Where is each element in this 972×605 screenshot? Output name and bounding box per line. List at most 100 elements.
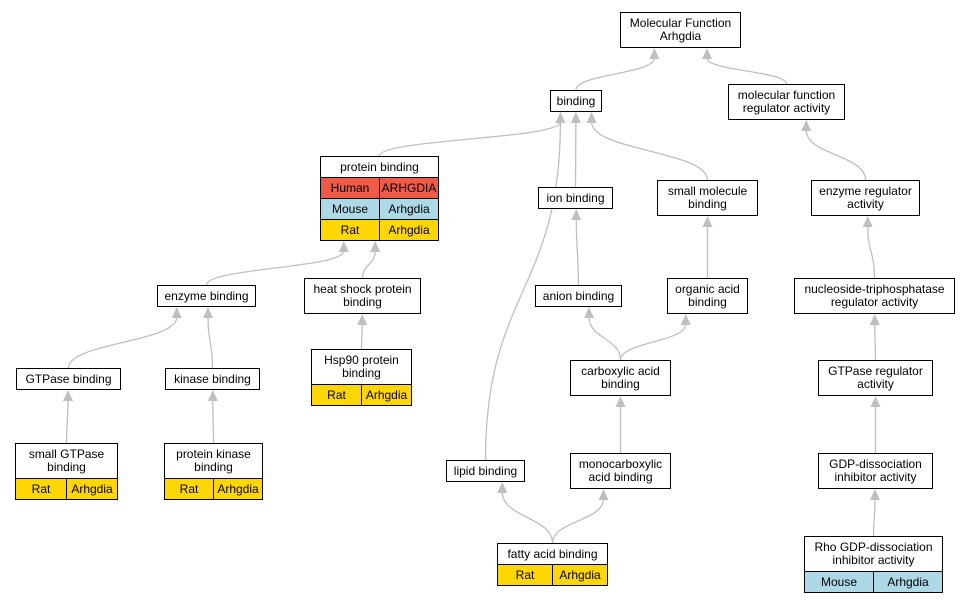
go-term-ion[interactable]: ion binding bbox=[538, 187, 613, 209]
go-term-smb[interactable]: small molecule binding bbox=[657, 180, 758, 216]
edge-smb-to-binding bbox=[590, 121, 709, 181]
ortholog-row-mouse: Mouse Arhgdia bbox=[321, 198, 438, 219]
arrowhead bbox=[862, 216, 873, 227]
edge-lipid-to-binding bbox=[484, 121, 562, 461]
edge-cab-to-anion bbox=[588, 316, 622, 361]
edge-rhogdi-to-gdi bbox=[872, 498, 876, 537]
go-term-anion[interactable]: anion binding bbox=[535, 285, 622, 307]
edge-gtpb-to-eb bbox=[67, 316, 178, 369]
go-term-label: enzyme binding bbox=[164, 288, 249, 303]
edge-hsp90-to-hspb bbox=[360, 323, 363, 350]
go-term-label: Molecular Function Arhgdia bbox=[629, 16, 732, 43]
arrowhead bbox=[680, 314, 691, 325]
species-cell: Rat bbox=[515, 568, 535, 582]
arrowhead bbox=[63, 390, 73, 401]
go-term-label: small GTPase binding bbox=[28, 447, 105, 474]
go-term-gtpra[interactable]: GTPase regulator activity bbox=[818, 360, 933, 396]
go-term-eb[interactable]: enzyme binding bbox=[157, 285, 256, 307]
arrowhead bbox=[370, 241, 381, 252]
go-term-label: GDP-dissociation inhibitor activity bbox=[829, 457, 922, 484]
go-term-label: protein binding bbox=[340, 159, 419, 174]
gene-cell: ARHGDIA bbox=[379, 178, 438, 198]
gene-cell: Arhgdia bbox=[552, 565, 607, 585]
go-term-ntpra[interactable]: nucleoside-triphosphatase regulator acti… bbox=[794, 278, 955, 314]
edge-ntpra-to-era bbox=[867, 225, 876, 279]
species-cell: Rat bbox=[31, 482, 51, 496]
arrowhead bbox=[497, 482, 508, 493]
go-term-mf[interactable]: Molecular Function Arhgdia bbox=[620, 12, 741, 48]
arrowhead bbox=[207, 390, 218, 401]
go-term-label: lipid binding bbox=[453, 463, 518, 478]
go-term-label: ion binding bbox=[546, 190, 605, 205]
species-cell: Human bbox=[330, 181, 370, 195]
gene-cell: Arhgdia bbox=[66, 479, 117, 499]
edge-hspb-to-pb bbox=[361, 250, 376, 279]
go-term-label: small molecule binding bbox=[667, 184, 748, 211]
go-term-label: carboxylic acid binding bbox=[581, 364, 660, 391]
go-term-kb[interactable]: kinase binding bbox=[165, 368, 260, 390]
ortholog-row-rat: Rat Arhgdia bbox=[16, 478, 117, 499]
gene-cell: Arhgdia bbox=[213, 479, 262, 499]
go-term-label: organic acid binding bbox=[675, 282, 740, 309]
go-term-label: enzyme regulator activity bbox=[819, 184, 912, 211]
go-term-label: protein kinase binding bbox=[176, 447, 251, 474]
go-term-oab[interactable]: organic acid binding bbox=[667, 278, 748, 314]
ortholog-row-rat: Rat Arhgdia bbox=[165, 478, 262, 499]
edge-mfra-to-mf bbox=[706, 57, 788, 85]
go-term-label: nucleoside-triphosphatase regulator acti… bbox=[804, 282, 945, 309]
arrowhead bbox=[571, 209, 582, 220]
go-term-binding[interactable]: binding bbox=[550, 90, 602, 112]
ortholog-row-human: Human ARHGDIA bbox=[321, 177, 438, 198]
go-term-label: kinase binding bbox=[174, 371, 251, 386]
go-term-mfra[interactable]: molecular function regulator activity bbox=[728, 84, 845, 120]
arrowhead bbox=[357, 314, 368, 325]
go-term-label: GTPase binding bbox=[25, 371, 112, 386]
go-term-label: anion binding bbox=[542, 288, 615, 303]
arrowhead bbox=[801, 120, 812, 131]
arrowhead bbox=[870, 396, 881, 407]
go-term-gdi[interactable]: GDP-dissociation inhibitor activity bbox=[818, 453, 933, 489]
arrowhead bbox=[203, 307, 213, 318]
go-term-hspb[interactable]: heat shock protein binding bbox=[304, 278, 421, 314]
edge-cab-to-oab bbox=[619, 323, 687, 361]
gene-cell: Arhgdia bbox=[379, 220, 438, 240]
species-cell: Rat bbox=[327, 388, 346, 402]
go-term-lipid[interactable]: lipid binding bbox=[446, 460, 525, 482]
edge-fab-to-lipid bbox=[501, 491, 554, 544]
go-term-label: Rho GDP-dissociation inhibitor activity bbox=[814, 540, 933, 567]
gene-cell: Arhgdia bbox=[379, 199, 438, 219]
go-term-cab[interactable]: carboxylic acid binding bbox=[570, 360, 671, 396]
edge-pb-to-binding bbox=[378, 121, 562, 157]
species-cell: Rat bbox=[179, 482, 199, 496]
edge-kb-to-eb bbox=[207, 316, 214, 369]
species-cell: Mouse bbox=[331, 202, 369, 216]
go-term-era[interactable]: enzyme regulator activity bbox=[811, 180, 920, 216]
arrowhead bbox=[649, 48, 660, 59]
arrowhead bbox=[702, 48, 712, 59]
arrowhead bbox=[598, 489, 609, 500]
go-term-mcab[interactable]: monocarboxylic acid binding bbox=[570, 453, 671, 489]
edge-era-to-mfra bbox=[805, 129, 867, 181]
go-term-label: fatty acid binding bbox=[507, 546, 598, 561]
go-term-label: monocarboxylic acid binding bbox=[578, 457, 663, 484]
gene-cell: Arhgdia bbox=[873, 572, 942, 592]
go-term-gtpb[interactable]: GTPase binding bbox=[16, 368, 121, 390]
arrowhead bbox=[869, 314, 880, 325]
edge-pkb-to-kb bbox=[212, 399, 215, 444]
edge-gtpra-to-ntpra bbox=[874, 323, 877, 361]
go-term-label: Hsp90 protein binding bbox=[324, 353, 399, 380]
species-cell: Rat bbox=[340, 223, 360, 237]
ortholog-row-rat: Rat Arhgdia bbox=[498, 564, 607, 585]
gene-cell: Arhgdia bbox=[361, 385, 411, 405]
arrowhead bbox=[338, 241, 349, 252]
edge-sgtpb-to-gtpb bbox=[65, 399, 69, 444]
arrowhead bbox=[702, 216, 713, 227]
go-term-label: molecular function regulator activity bbox=[737, 88, 836, 115]
